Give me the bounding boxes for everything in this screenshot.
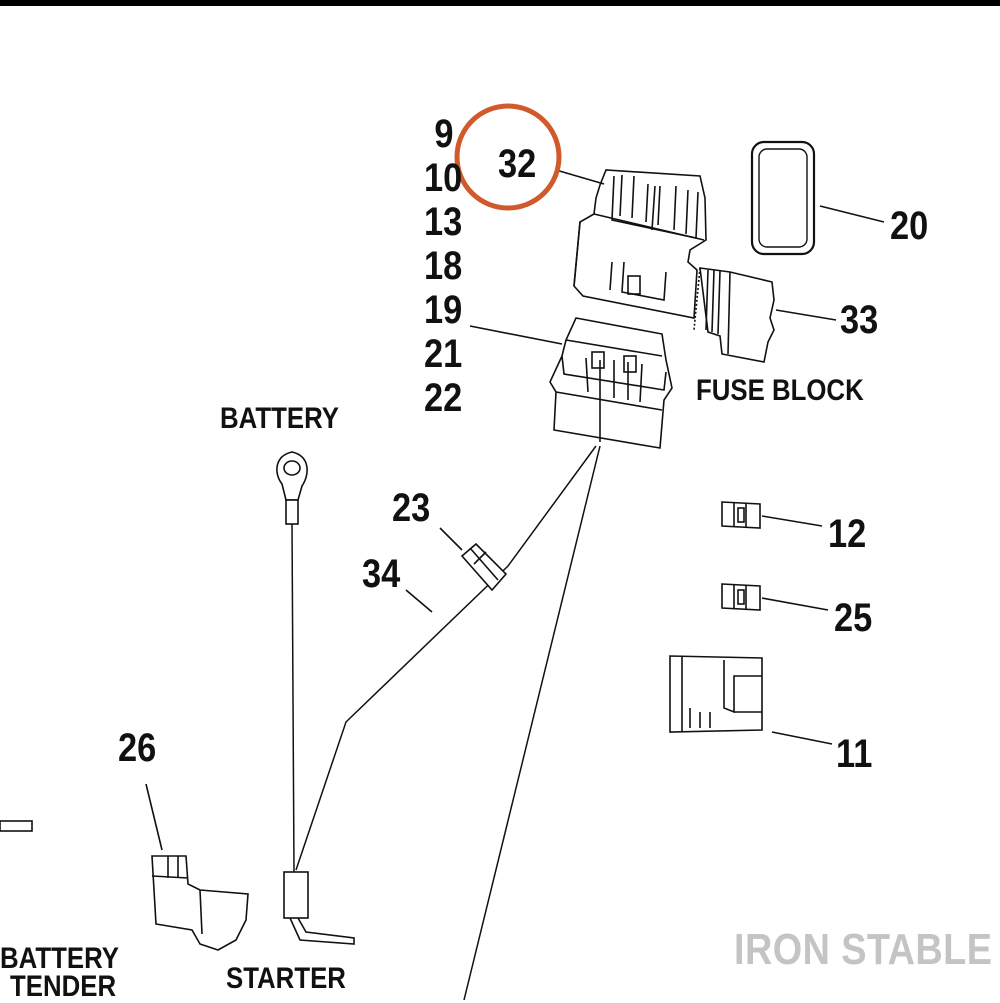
part-number-12[interactable]: 12 xyxy=(828,512,867,556)
mini-fuse-25[interactable] xyxy=(721,583,761,611)
fuse-block-body[interactable] xyxy=(549,317,673,449)
part-number-22: 22 xyxy=(424,376,463,420)
part-number-26[interactable]: 26 xyxy=(118,726,157,770)
battery-tender-label-line2: TENDER xyxy=(10,970,117,1003)
fuse-block-label: FUSE BLOCK xyxy=(696,374,864,407)
starter-connector[interactable] xyxy=(283,871,355,945)
watermark: IRON STABLE xyxy=(734,925,993,974)
part-number-21: 21 xyxy=(424,332,463,376)
part-number-stack: 9 10 13 18 19 21 22 xyxy=(424,112,462,420)
starter-label: STARTER xyxy=(226,962,346,995)
part-number-18: 18 xyxy=(424,244,463,288)
battery-tender-cap-26[interactable] xyxy=(151,855,249,951)
relay-part[interactable] xyxy=(573,169,707,319)
part-number-33[interactable]: 33 xyxy=(840,298,879,342)
part-number-25[interactable]: 25 xyxy=(834,596,873,640)
wires xyxy=(291,445,601,1000)
part-number-34[interactable]: 34 xyxy=(362,552,401,596)
battery-label: BATTERY xyxy=(220,402,339,435)
battery-tender-label-line1: BATTERY xyxy=(0,942,119,975)
part-number-11[interactable]: 11 xyxy=(836,732,873,776)
mini-fuse-12[interactable] xyxy=(721,501,761,529)
part-number-13: 13 xyxy=(424,200,463,244)
leader-lines xyxy=(145,169,885,851)
top-border xyxy=(0,0,1000,6)
maxi-fuse-11[interactable] xyxy=(669,655,763,733)
inline-fuse-23[interactable] xyxy=(460,542,508,592)
offscreen-part xyxy=(0,820,33,832)
part-number-10: 10 xyxy=(424,156,463,200)
battery-terminal[interactable] xyxy=(276,451,308,525)
part-number-9: 9 xyxy=(434,112,454,156)
part-number-23[interactable]: 23 xyxy=(392,486,431,530)
part-number-19: 19 xyxy=(424,288,463,332)
gasket-20[interactable] xyxy=(750,140,816,256)
connector-33[interactable] xyxy=(693,267,775,363)
part-number-32[interactable]: 32 xyxy=(498,142,537,186)
highlight-circle xyxy=(454,103,562,211)
part-number-20[interactable]: 20 xyxy=(890,204,929,248)
